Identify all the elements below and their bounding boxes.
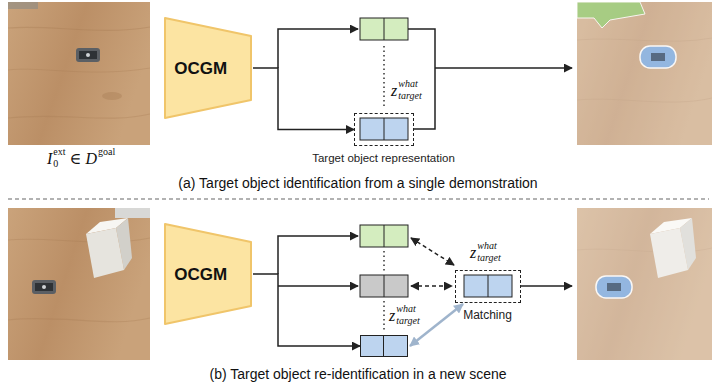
trapezoid-outline: [165, 18, 251, 118]
encoder-block: OCGM: [163, 222, 253, 326]
slot-vector: [360, 275, 408, 297]
robot-edge: [115, 208, 150, 218]
connector-arrow: [253, 68, 354, 130]
math-symbol: D: [85, 151, 97, 167]
math-symbol: I: [47, 151, 52, 167]
blue-mask: [596, 276, 632, 298]
slot-divider: [384, 18, 385, 40]
toy-car: [607, 283, 621, 291]
math-symbol: 0: [53, 159, 58, 169]
segmented-photo: [577, 2, 712, 145]
slot-group: zwhattargetTarget object representation: [354, 113, 414, 146]
slot-vector: [360, 225, 408, 247]
math-index: target: [396, 316, 420, 326]
math-index: what: [477, 241, 496, 251]
slot-divider: [488, 275, 489, 297]
branch-arrow: [278, 285, 358, 287]
table-surface: [577, 208, 712, 360]
output-arrow: [435, 67, 572, 69]
branch-arrow: [278, 29, 358, 68]
toy-car: [651, 53, 665, 61]
wood-grain: [8, 318, 150, 322]
wood-knot: [102, 92, 122, 100]
block-title: OCGM: [174, 60, 227, 77]
math-index: what: [398, 79, 417, 89]
trapezoid-outline: [165, 224, 251, 324]
block-title: OCGM: [174, 266, 227, 283]
subfigure-caption: (a) Target object identification from a …: [178, 176, 537, 190]
slot-divider: [384, 118, 385, 140]
segmented-photo: [577, 208, 712, 360]
table-surface: [577, 2, 712, 145]
math-symbol: z: [391, 83, 397, 99]
math-symbol: ext: [53, 147, 65, 157]
toy-car: [79, 51, 97, 59]
toy-car: [42, 285, 46, 289]
ellipsis-dots: [383, 301, 385, 331]
compare-arrow: [411, 285, 452, 287]
table-surface: [8, 208, 150, 360]
group-label: Matching: [463, 309, 512, 321]
blue-mask: [640, 46, 676, 68]
slot-vector: [360, 118, 408, 140]
slot-vector: zwhattarget: [360, 335, 408, 357]
output-arrow: [521, 285, 572, 287]
math-symbol: z: [389, 308, 395, 324]
fade-overlay: [577, 2, 712, 145]
panel-separator: [8, 198, 709, 199]
math-symbol: z: [470, 245, 476, 261]
table-surface: [8, 2, 150, 145]
green-mask: [577, 2, 645, 28]
toy-car: [76, 48, 100, 62]
slot-vector: [464, 275, 512, 297]
subfigure-caption: (b) Target object re-identification in a…: [209, 367, 506, 381]
compare-arrow: [411, 238, 454, 265]
group-label: Target object representation: [312, 153, 455, 165]
toy-car: [32, 280, 56, 294]
fade-overlay: [577, 208, 712, 360]
wood-grain: [8, 114, 150, 118]
math-symbol: ∈: [70, 151, 82, 167]
wood-grain: [8, 27, 150, 30]
slot-divider: [384, 275, 385, 297]
encoder-block: OCGM: [163, 16, 253, 120]
slot-vector: [360, 18, 408, 40]
ellipsis-dots: [383, 251, 385, 271]
math-index: what: [396, 304, 415, 314]
ellipsis-dots: [383, 46, 385, 108]
robot-edge: [8, 2, 38, 9]
white-block: [86, 228, 124, 278]
toy-car: [35, 283, 53, 291]
connector-arrow: [253, 274, 360, 346]
wood-grain: [8, 68, 150, 72]
branch-arrow: [278, 236, 358, 274]
math-index: target: [477, 253, 501, 263]
scene-photo: [8, 208, 150, 360]
matching-slot: zwhattargetMatching: [455, 270, 521, 303]
slot-divider: [384, 225, 385, 247]
math-symbol: goal: [98, 147, 115, 157]
scene-photo: [8, 2, 150, 145]
toy-car: [86, 53, 90, 57]
math-index: target: [398, 91, 422, 101]
